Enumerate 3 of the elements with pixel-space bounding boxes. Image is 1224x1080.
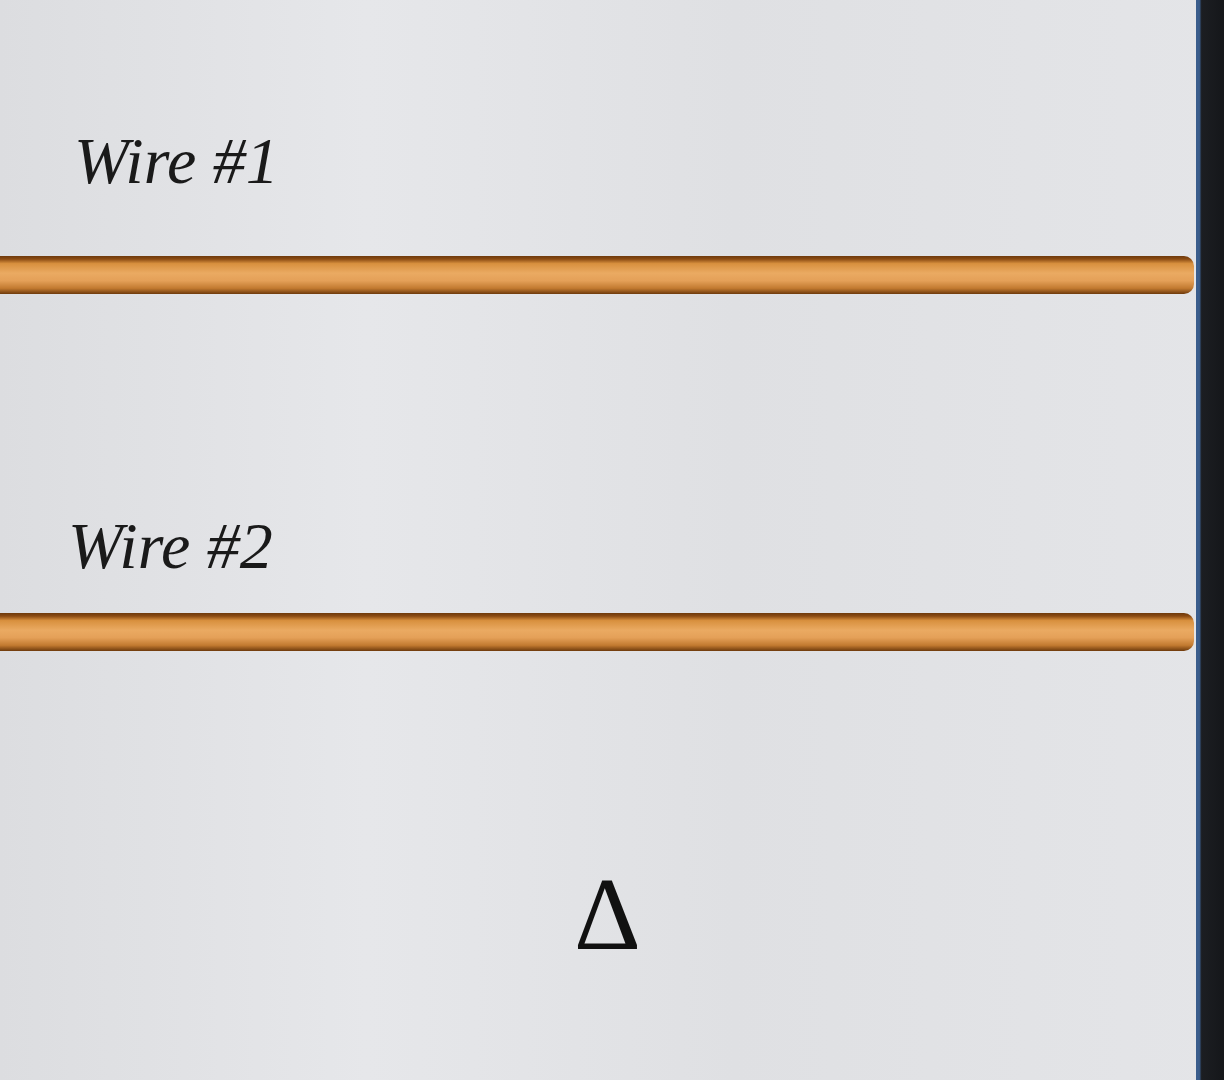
delta-symbol: Δ [574, 862, 641, 966]
wire-label: Wire #1 [74, 128, 279, 194]
wire-label: Wire #2 [68, 513, 273, 579]
